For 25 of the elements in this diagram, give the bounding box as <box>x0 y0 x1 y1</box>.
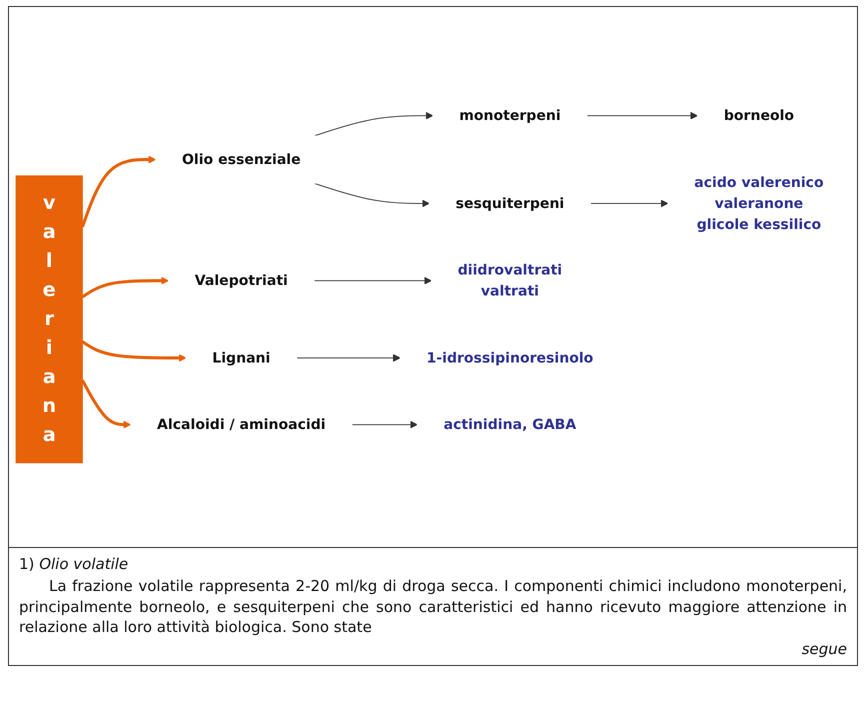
arrow <box>82 340 186 362</box>
arrow <box>314 182 430 207</box>
node-text: Olio essenziale <box>182 150 301 168</box>
arrow <box>81 155 156 227</box>
node-text: sesquiterpeni <box>456 194 564 211</box>
continued-note: segue <box>802 640 847 658</box>
arrow <box>352 420 418 428</box>
node-text: monoterpeni <box>459 106 561 124</box>
arrow <box>296 354 401 362</box>
node-text: acido valerenico valeranone glicole kessilico <box>694 173 824 232</box>
node-text: Valepotriati <box>194 272 288 288</box>
node-text: borneolo <box>724 106 794 124</box>
section-heading: Olio volatile <box>39 555 128 573</box>
arrow <box>586 111 698 120</box>
node-box: v a l e r i a n a <box>16 174 83 463</box>
node-text: diidrovaltrati valtrati <box>458 260 562 299</box>
node-text: Alcaloidi / aminoacidi <box>157 415 326 432</box>
arrow <box>81 379 132 428</box>
arrow <box>590 199 668 207</box>
list-number: 1) <box>19 555 34 573</box>
node-text: actinidina, GABA <box>444 415 576 432</box>
arrow <box>314 276 432 284</box>
arrow <box>82 276 169 298</box>
node-text: 1-idrossipinoresinolo <box>426 348 594 366</box>
node-text: Lignani <box>212 348 270 366</box>
